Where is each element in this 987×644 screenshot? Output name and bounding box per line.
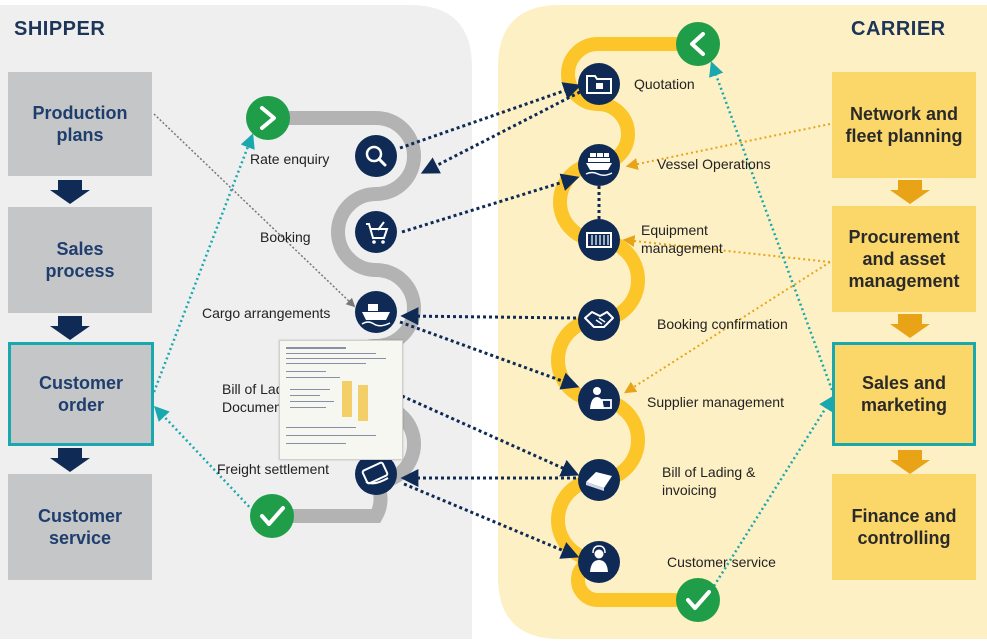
document-thumbnail xyxy=(279,340,403,460)
carrier-title: CARRIER xyxy=(851,18,946,40)
connector-booking-vessel xyxy=(401,173,580,234)
connector-bol-invoice xyxy=(401,394,580,477)
connector-quotation-rate-enquiry xyxy=(420,90,581,174)
connector-procurement-equipment xyxy=(622,235,831,263)
finance-controlling-box: Finance and controlling xyxy=(832,474,976,580)
connector-rate-enquiry-quotation xyxy=(399,82,582,150)
procurement-asset-management-box: Procurement and asset management xyxy=(832,206,976,312)
shipper-end-check-icon xyxy=(250,494,294,538)
carrier-end-check-icon xyxy=(676,578,720,622)
customer-order-box: Customer order xyxy=(8,342,154,446)
rate-enquiry-label: Rate enquiry xyxy=(250,151,330,167)
cargo-arrangements-label: Cargo arrangements xyxy=(202,305,331,321)
sales-process-box: Sales process xyxy=(8,207,152,313)
connector-order-rate-enquiry xyxy=(152,133,255,393)
sales-marketing-box: Sales and marketing xyxy=(832,342,976,446)
ship-icon xyxy=(355,291,397,333)
supplier-management-label: Supplier management xyxy=(647,394,784,410)
shipper-title: SHIPPER xyxy=(14,18,106,40)
connector-booking-confirmation xyxy=(400,307,577,326)
shipper-flow-arrow-3 xyxy=(50,448,90,472)
shipper-flow-arrow-2 xyxy=(50,316,90,340)
production-plans-box: Production plans xyxy=(8,72,152,176)
shipper-flow-arrow-1 xyxy=(50,180,90,204)
agent-icon xyxy=(578,541,620,583)
shipper-start-icon xyxy=(246,96,290,140)
connector-network-vessel xyxy=(625,123,831,170)
equipment-management-label: Equipment management xyxy=(641,222,723,256)
supplier-icon xyxy=(578,379,620,421)
carrier-start-icon xyxy=(676,22,720,66)
carrier-flow-arrow-1 xyxy=(890,180,930,204)
customer-service-label: Customer service xyxy=(667,554,776,570)
connector-settlement-order xyxy=(153,405,257,515)
handshake-icon xyxy=(578,299,620,341)
search-icon xyxy=(355,135,397,177)
network-fleet-planning-box: Network and fleet planning xyxy=(832,72,976,178)
freight-settlement-label: Freight settlement xyxy=(217,461,330,477)
customer-service-box: Customer service xyxy=(8,474,152,580)
carrier-flow-arrow-2 xyxy=(890,314,930,338)
connector-service-sales xyxy=(712,395,834,587)
vessel-icon xyxy=(578,144,620,186)
payment-icon xyxy=(355,453,397,495)
bill-icon xyxy=(578,459,620,501)
connector-settlement-service xyxy=(403,482,580,559)
booking-label: Booking xyxy=(260,229,311,245)
folder-icon xyxy=(578,63,620,105)
carrier-flow-arrow-3 xyxy=(890,450,930,474)
cart-icon xyxy=(355,211,397,253)
connector-cargo-supplier xyxy=(399,320,580,390)
vessel-operations-label: Vessel Operations xyxy=(657,156,771,172)
connector-procurement-supplier xyxy=(623,261,831,394)
container-icon xyxy=(578,219,620,261)
quotation-label: Quotation xyxy=(634,76,695,92)
booking-confirmation-label: Booking confirmation xyxy=(657,316,788,332)
bill-of-lading-invoicing-label: Bill of Lading & invoicing xyxy=(662,464,756,498)
